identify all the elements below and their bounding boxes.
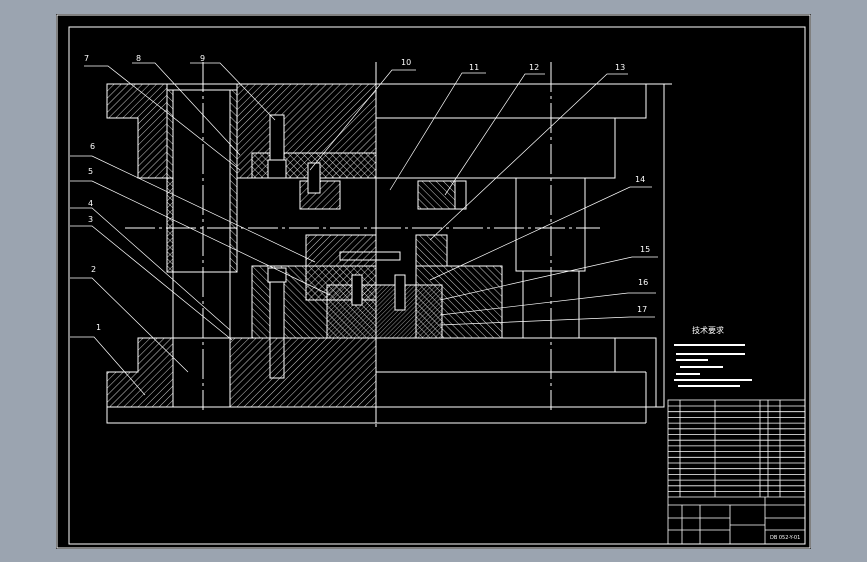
tech-requirements-title: 技术要求 xyxy=(692,325,724,335)
lower-die-plate xyxy=(229,337,377,408)
outer-border xyxy=(56,14,811,549)
part-label: 15 xyxy=(640,245,650,254)
lower-plate-left xyxy=(106,337,174,408)
upper-die-plate-left xyxy=(106,83,174,273)
guide-sleeve xyxy=(166,83,238,273)
title-block xyxy=(667,399,806,545)
part-label: 12 xyxy=(529,63,539,72)
tech-requirements-text xyxy=(674,344,752,387)
part-label: 5 xyxy=(88,167,93,176)
inner-border xyxy=(68,26,806,545)
part-label: 16 xyxy=(638,278,648,287)
part-label: 11 xyxy=(469,63,479,72)
part-label: 4 xyxy=(88,199,93,208)
part-label: 9 xyxy=(200,54,205,63)
part-label: 1 xyxy=(96,323,101,332)
part-label: 14 xyxy=(635,175,645,184)
part-label: 8 xyxy=(136,54,141,63)
drawing-number: DB 052-Y-01 xyxy=(770,535,800,541)
die-insert xyxy=(326,284,443,339)
part-label: 17 xyxy=(637,305,647,314)
assembly-geometry xyxy=(70,62,672,430)
part-label: 7 xyxy=(84,54,89,63)
part-label: 10 xyxy=(401,58,411,67)
part-label: 6 xyxy=(90,142,95,151)
guide-post xyxy=(172,89,231,408)
part-label: 3 xyxy=(88,215,93,224)
part-label: 13 xyxy=(615,63,625,72)
leader-lines xyxy=(70,62,658,396)
part-labels: 1 2 3 4 5 6 7 8 9 10 11 12 13 14 15 16 1… xyxy=(84,54,650,332)
part-label: 2 xyxy=(91,265,96,274)
